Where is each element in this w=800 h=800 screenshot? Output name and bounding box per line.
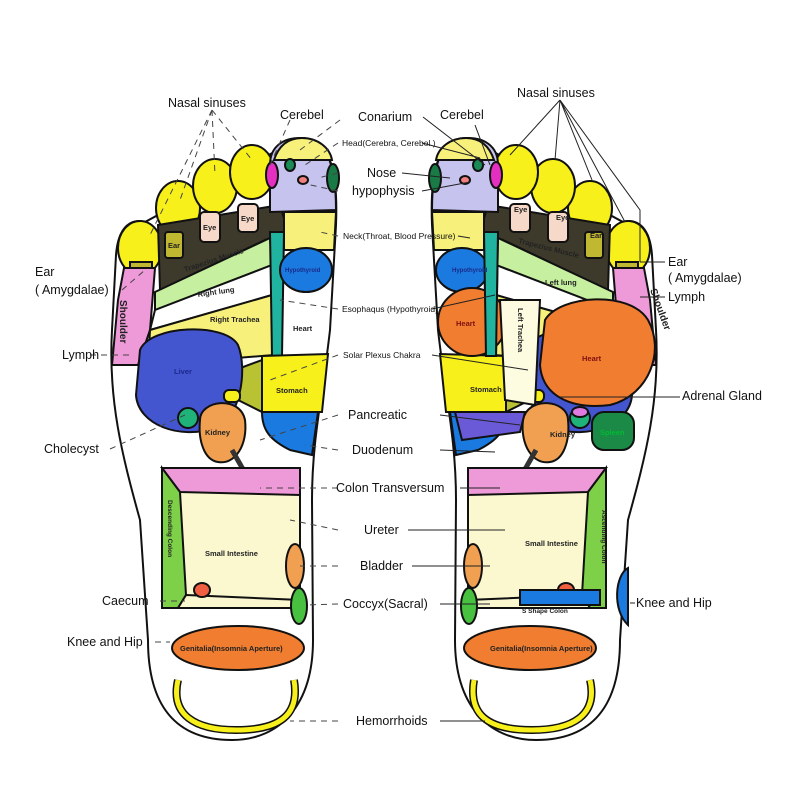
label-knee-hip: Knee and Hip: [67, 635, 143, 649]
zone-shoulder: Shoulder: [117, 300, 128, 343]
zone-kidney: Kidney: [205, 428, 231, 437]
label-knee-hip: Knee and Hip: [636, 596, 712, 610]
label-amygdalae: ( Amygdalae): [35, 283, 109, 297]
label-neck: Neck(Throat, Blood Pressure): [343, 231, 456, 241]
zone-liver: Liver: [174, 367, 192, 376]
zone-genitalia: Genitalia(Insomnia Aperture): [490, 644, 593, 653]
right-labels: Nasal sinuses Cerebel Ear ( Amygdalae) L…: [440, 86, 762, 610]
zone-kidney: Kidney: [550, 430, 576, 439]
right-foot: [429, 138, 657, 740]
label-cerebel: Cerebel: [280, 108, 324, 122]
label-amygdalae: ( Amygdalae): [668, 271, 742, 285]
zone-hypothyroid: Hypothyroid: [452, 268, 488, 274]
label-hypophysis: hypophysis: [352, 184, 415, 198]
label-nasal-sinuses: Nasal sinuses: [168, 96, 246, 110]
zone-s-shape-colon: S Shape Colon: [522, 608, 568, 615]
label-cholecyst: Cholecyst: [44, 442, 99, 456]
zone-small-intestine: Small Intestine: [525, 539, 578, 548]
zone-genitalia: Genitalia(Insomnia Aperture): [180, 644, 283, 653]
label-cerebel: Cerebel: [440, 108, 484, 122]
zone-heart: Heart: [582, 354, 602, 363]
label-solar-plexus: Solar Plexus Chakra: [343, 350, 421, 360]
label-ear: Ear: [35, 265, 54, 279]
label-ureter: Ureter: [364, 523, 399, 537]
zone-ascending-colon: Ascending Colon: [600, 510, 607, 563]
label-adrenal-gland: Adrenal Gland: [682, 389, 762, 403]
zone-ear: Ear: [168, 241, 180, 250]
label-nasal-sinuses: Nasal sinuses: [517, 86, 595, 100]
zone-eye: Eye: [203, 223, 216, 232]
label-coccyx: Coccyx(Sacral): [343, 597, 428, 611]
zone-hypothyroid: Hypothyroid: [285, 268, 321, 274]
zone-lung: Left lung: [545, 278, 577, 287]
label-bladder: Bladder: [360, 559, 403, 573]
zone-eye: Eye: [556, 213, 569, 222]
label-pancreatic: Pancreatic: [348, 408, 407, 422]
zone-small-intestine: Small Intestine: [205, 549, 258, 558]
label-esophagus: Esophaqus (Hypothyroid): [342, 304, 438, 314]
label-hemorrhoids: Hemorrhoids: [356, 714, 428, 728]
zone-stomach: Stomach: [470, 385, 502, 394]
zone-ear: Ear: [590, 231, 602, 240]
label-head: Head(Cerebra, Cerebel ): [342, 138, 436, 148]
zone-stomach: Stomach: [276, 386, 308, 395]
label-lymph: Lymph: [668, 290, 705, 304]
label-duodenum: Duodenum: [352, 443, 413, 457]
zone-trachea: Left Trachea: [516, 308, 525, 353]
label-ear: Ear: [668, 255, 687, 269]
zone-trachea: Right Trachea: [210, 315, 260, 324]
label-conarium: Conarium: [358, 110, 412, 124]
zone-eye: Eye: [241, 214, 254, 223]
left-labels: Nasal sinuses Cerebel Ear ( Amygdalae) L…: [35, 96, 324, 649]
label-colon-transversum: Colon Transversum: [336, 481, 444, 495]
label-nose: Nose: [367, 166, 396, 180]
zone-descending-colon: Descending Colon: [166, 500, 173, 557]
zone-heart: Heart: [456, 319, 476, 328]
leader-lines: [90, 99, 680, 722]
center-labels: Conarium Head(Cerebra, Cerebel ) Nose hy…: [336, 110, 456, 728]
zone-heart: Heart: [293, 324, 313, 333]
zone-spleen: Spleen: [600, 428, 625, 437]
label-caecum: Caecum: [102, 594, 149, 608]
label-lymph: Lymph: [62, 348, 99, 362]
zone-eye: Eye: [514, 205, 527, 214]
